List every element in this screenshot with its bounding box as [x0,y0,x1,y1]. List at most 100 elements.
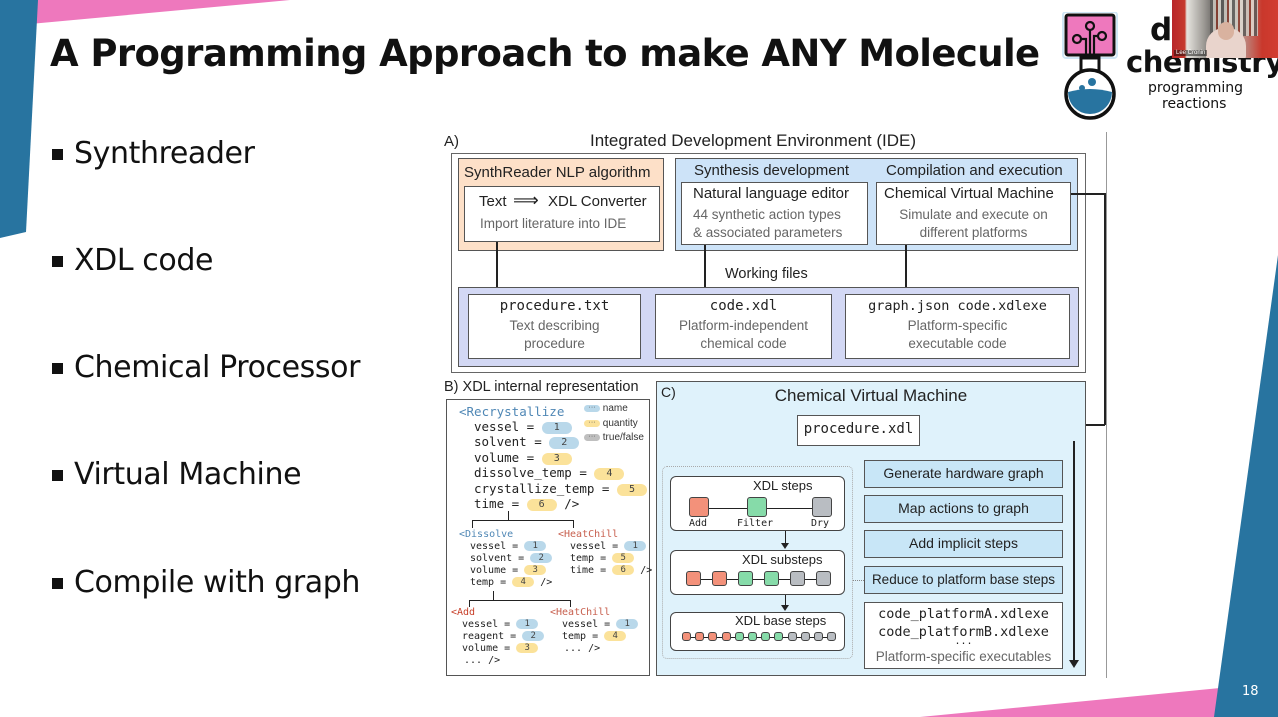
logo-reactions: reactions [1162,96,1227,112]
platform-executables-box [864,602,1063,669]
param-key: reagent = [462,631,517,642]
bullet-label: Compile with graph [74,565,361,600]
tree-connector [493,591,494,600]
param-value: 4 [512,577,535,587]
file-graph-json-xdlexe[interactable] [845,294,1070,359]
xdl-base-steps-box [670,612,845,651]
bullet-square-icon [52,470,63,481]
param-key: vessel = [474,419,535,434]
param-close: /> [564,496,580,511]
tree-connector [472,520,473,528]
bullet-synthreader: Synthreader [52,136,255,171]
tree-connector [469,600,571,601]
connector-cvm-graph [905,245,907,294]
base-step-node [748,632,757,641]
xdl-param: vessel = 1 [462,619,539,630]
xdl-param: temp = 4 /> [470,577,552,588]
output-file-a[interactable]: code_platformA.xdlexe [878,606,1049,622]
cvm-sub2: different platforms [919,225,1028,240]
file-procedure-txt[interactable] [468,294,641,359]
arrow-down-icon [781,543,789,549]
file-desc: Platform-independent [678,318,809,333]
flask-circuit-icon [1062,12,1118,120]
base-step-node [682,632,691,641]
param-value: 1 [616,619,639,629]
logo-programming: programming [1148,80,1244,96]
legend-label: name [602,403,628,414]
top-pink-band [30,0,290,24]
pipeline-reduce-base-steps[interactable]: Reduce to platform base steps [864,566,1063,594]
bullet-square-icon [52,256,63,267]
param-key: volume = [462,643,511,654]
pipeline-add-implicit-steps[interactable]: Add implicit steps [864,530,1063,558]
param-key: crystallize_temp = [474,481,610,496]
file-desc: Platform-specific [907,318,1008,333]
file-desc: chemical code [700,336,787,351]
panel-b-label: B) XDL internal representation [444,379,639,395]
xdl-param: time = 6 /> [474,496,579,511]
param-value: 3 [524,565,547,575]
step-node-filter [747,497,767,517]
figure-border-line [1106,132,1107,678]
webcam-overlay: Lee Cronin [1172,0,1278,58]
xdl-base-steps-title: XDL base steps [735,613,827,628]
param-value: 1 [541,421,572,434]
substep-node [686,571,701,586]
legend-true-false: ··· true/false [584,432,644,443]
slide-title: A Programming Approach to make ANY Molec… [50,32,1040,75]
param-key: vessel = [462,619,511,630]
xdl-converter-box[interactable] [464,186,660,242]
xdl-steps-title: XDL steps [753,478,813,493]
legend-label: true/false [602,432,644,443]
tree-connector [508,511,509,521]
webcam-name-label: Lee Cronin [1174,50,1208,56]
bottom-pink-band [920,688,1220,717]
xdl-tag-heatchill: <HeatChill [558,529,619,540]
param-close: /> [540,577,553,588]
base-step-node [734,632,744,641]
base-step-node [695,632,705,641]
substep-chain-line [693,578,824,580]
pipeline-map-actions[interactable]: Map actions to graph [864,495,1063,523]
bullet-square-icon [52,578,63,589]
bullet-label: XDL code [74,243,214,278]
xdl-param: vessel = 1 [570,541,647,552]
xdl-param: volume = 3 [462,643,539,654]
chemical-vm-box[interactable] [876,182,1071,245]
natural-language-editor-box[interactable] [681,182,868,245]
xdl-ellipsis: ... /> [464,655,501,666]
procedure-xdl-input[interactable] [797,415,920,446]
xdl-param: temp = 4 [562,631,627,642]
tree-connector [570,600,571,607]
cvm-sub1: Simulate and execute on [899,207,1048,222]
param-value: 2 [549,436,580,449]
xdl-param: solvent = 2 [470,553,553,564]
bullet-square-icon [52,149,63,160]
legend-quantity: ··· quantity [584,418,638,429]
output-caption: Platform-specific executables [875,649,1052,664]
param-value: 3 [541,452,572,465]
param-key: temp = [470,577,507,588]
bullet-compile-with-graph: Compile with graph [52,565,360,600]
bullet-chemical-processor: Chemical Processor [52,350,360,385]
xdl-param: temp = 5 [570,553,635,564]
panel-c-label: C) [661,384,676,400]
xdl-param: vessel = 1 [470,541,547,552]
legend-swatch-yellow: ··· [584,419,600,427]
file-code-xdl[interactable] [655,294,832,359]
param-key: dissolve_temp = [474,465,587,480]
legend-name: ··· name [584,403,628,414]
param-key: solvent = [474,434,542,449]
step-node-dry [812,497,832,517]
param-value: 5 [617,483,647,496]
connector-synthreader-procedure [496,242,498,294]
output-file-b[interactable]: code_platformB.xdlexe [878,624,1049,640]
param-value: 6 [612,565,635,575]
param-value: 5 [612,553,635,563]
substep-node [764,571,779,586]
param-value: 3 [516,643,539,653]
substep-node [712,571,727,586]
pipeline-generate-hardware-graph[interactable]: Generate hardware graph [864,460,1063,488]
legend-swatch-gray: ··· [584,433,600,441]
